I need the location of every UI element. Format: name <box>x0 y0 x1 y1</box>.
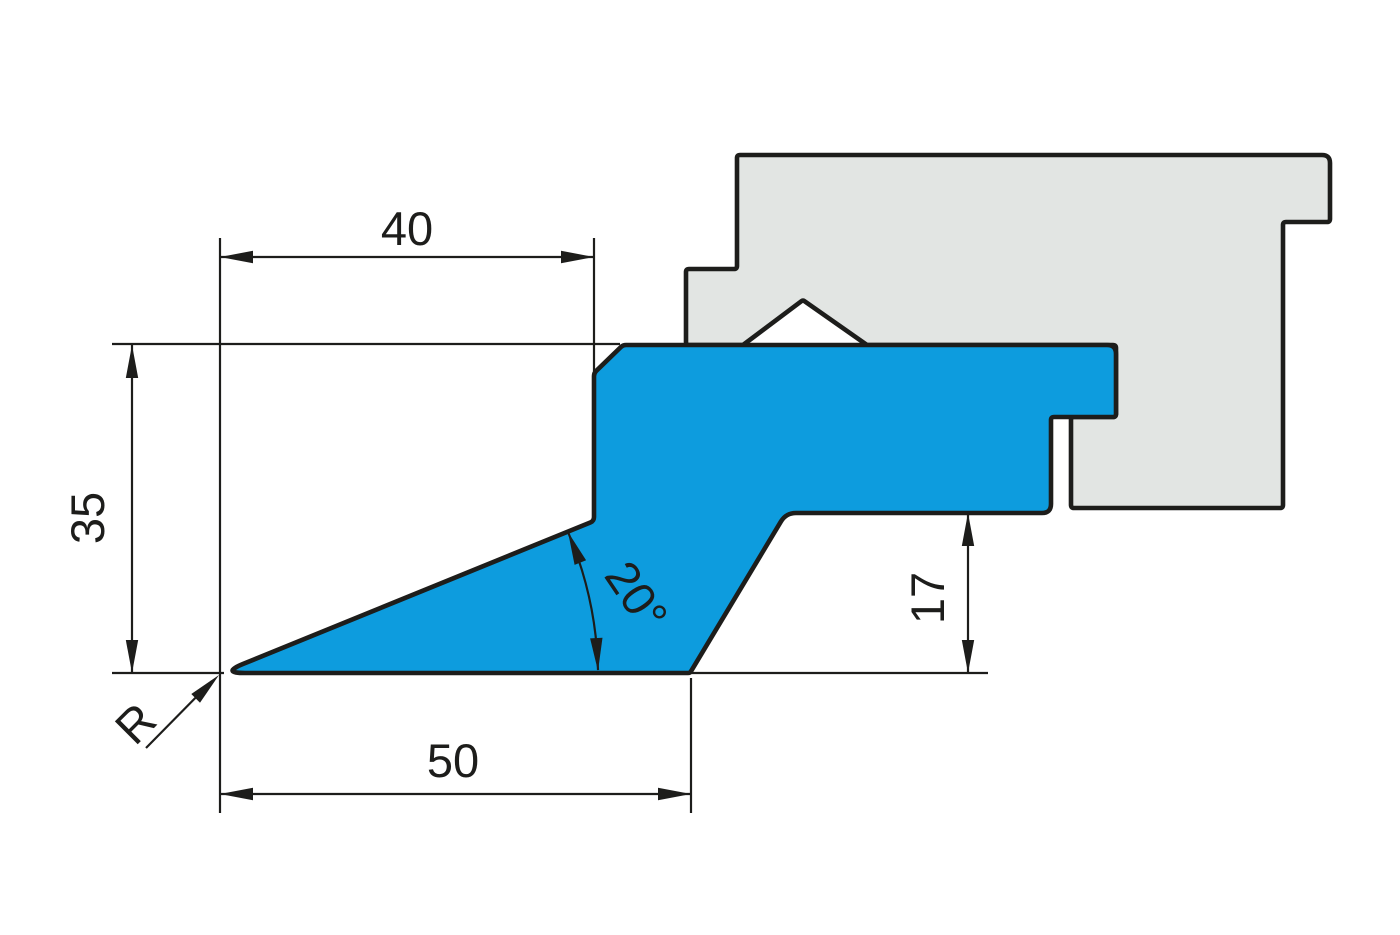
dim-50-label: 50 <box>427 734 479 787</box>
arrow-20-top <box>568 532 587 565</box>
arrow-17-bottom <box>961 640 975 673</box>
arrow-35-top <box>125 345 139 378</box>
part-shapes <box>230 152 1333 676</box>
dim-17-label: 17 <box>901 572 954 624</box>
arrow-40-right <box>561 250 594 264</box>
arrow-50-left <box>220 787 253 801</box>
dim-35-label: 35 <box>61 492 114 544</box>
arrow-17-top <box>961 513 975 546</box>
arrow-20-bottom <box>590 637 603 671</box>
arrow-35-bottom <box>125 640 139 673</box>
arrow-50-right <box>658 787 691 801</box>
radius-label: R <box>105 693 166 754</box>
arrow-40-left <box>220 250 253 264</box>
dimension-arrows <box>125 250 975 801</box>
dim-40-label: 40 <box>381 202 433 255</box>
arrow-radius <box>191 675 219 703</box>
punch-tool-shape <box>230 342 1119 676</box>
